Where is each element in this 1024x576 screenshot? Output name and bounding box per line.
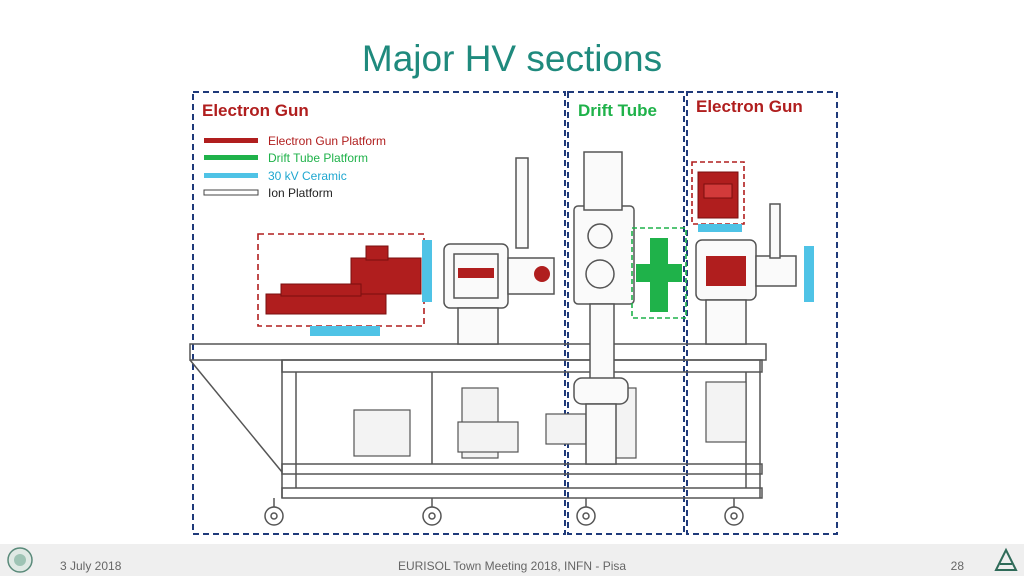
legend-label-drift: Drift Tube Platform: [268, 151, 368, 165]
legend-swatch-gun: [204, 138, 258, 143]
infn-logo-icon: [994, 547, 1018, 571]
drift-tube-platform: [636, 238, 682, 312]
legend-label-gun: Electron Gun Platform: [268, 134, 386, 148]
footer-page-number: 28: [950, 559, 964, 573]
machine-drawing: Electron Gun Drift Tube Electron Gun Ele…: [189, 91, 838, 535]
ceramic-left-bottom: [310, 326, 380, 336]
section-label-left: Electron Gun: [202, 101, 309, 120]
section-label-right: Electron Gun: [696, 97, 803, 116]
left-chamber-red-bar: [458, 268, 494, 278]
hv-sections-diagram: Electron Gun Drift Tube Electron Gun Ele…: [186, 88, 840, 538]
legend-label-ceramic: 30 kV Ceramic: [268, 169, 347, 183]
legend-swatch-ion: [203, 189, 259, 196]
legend-swatch-drift: [204, 155, 258, 160]
right-chamber-red: [706, 256, 746, 286]
drift-tube-tower: [573, 151, 635, 465]
slide-title: Major HV sections: [361, 38, 663, 79]
footer-date: 3 July 2018: [60, 559, 122, 573]
left-chamber: [443, 157, 555, 345]
section-box-electron-gun-right: [686, 91, 838, 535]
ceramic-right-side: [804, 246, 814, 302]
lower-equipment: [353, 381, 747, 459]
footer-event: EURISOL Town Meeting 2018, INFN - Pisa: [397, 559, 627, 573]
section-box-drift-tube: [567, 91, 685, 535]
legend-label-ion: Ion Platform: [268, 186, 333, 200]
drift-tube-box: [631, 227, 687, 319]
ceramic-left-side: [422, 240, 432, 302]
section-label-middle: Drift Tube: [578, 101, 657, 120]
electron-gun-left: [265, 245, 422, 315]
legend: Electron Gun Platform Drift Tube Platfor…: [203, 134, 386, 200]
left-chamber-red-port: [534, 266, 550, 282]
institute-seal-icon: [7, 547, 33, 573]
legend-swatch-ceramic: [204, 173, 258, 178]
section-box-electron-gun-left: [192, 91, 566, 535]
slide-footer: 3 July 2018 EURISOL Town Meeting 2018, I…: [0, 544, 1024, 576]
ceramic-right-top: [698, 224, 742, 232]
electron-gun-right: [697, 171, 739, 219]
